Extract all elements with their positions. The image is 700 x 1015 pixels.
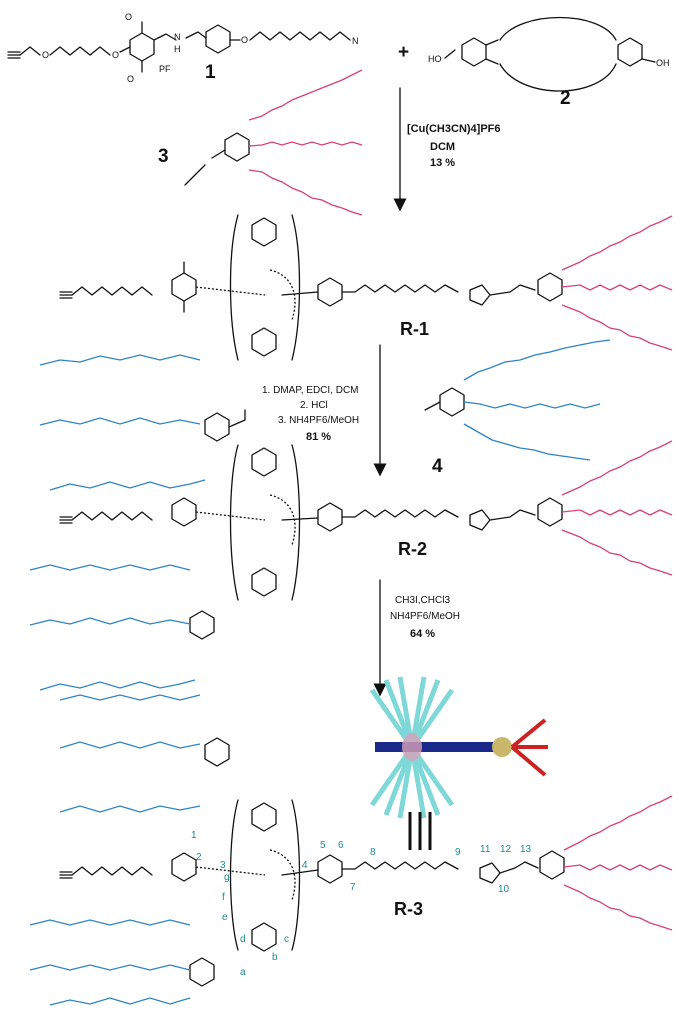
azide-label: N [352,36,359,46]
position-label: 7 [350,882,356,893]
position-label: g [224,872,230,883]
rotaxane-r3-structure: R-3 [59,795,673,952]
rotaxane-r2-structure: R-2 [59,440,673,601]
position-label: 11 [480,844,491,855]
compound-1-structure: O O O O N H O N PF 1 [7,12,359,84]
ho-label: HO [428,54,442,64]
compound-4-structure: 4 [424,339,611,477]
step1-solvent: DCM [430,141,455,153]
position-label: f [222,892,225,903]
rotaxane-r1-structure: R-1 [59,214,673,361]
step2-line3: 3. NH4PF6/MeOH [278,415,359,426]
rotaxane-cartoon [369,676,548,850]
position-label: b [272,952,278,963]
r1-label: R-1 [400,319,429,339]
step1-yield: 13 % [430,157,455,169]
position-label: 13 [520,844,532,855]
position-label: 5 [320,840,326,851]
compound-3-label: 3 [158,146,169,167]
oxygen-label: O [112,50,119,60]
position-label: 8 [370,847,376,858]
step1-reagent: [Cu(CH3CN)4]PF6 [407,123,501,135]
position-label: c [284,934,289,945]
position-label: d [240,934,246,945]
plus-sign: + [398,42,409,63]
position-label: 2 [196,852,202,863]
compound-4-label: 4 [432,456,443,477]
nitrogen-label: N [174,32,181,42]
step3-line2: NH4PF6/MeOH [390,611,460,622]
position-label: 9 [455,847,461,858]
position-label: 6 [338,840,344,851]
oh-label: OH [656,58,670,68]
compound-1-label: 1 [205,62,216,83]
step2-line2: 2. HCl [300,400,328,411]
position-label: e [222,912,228,923]
oxygen-label: O [241,35,248,45]
position-label: a [240,967,246,978]
r3-position-labels: 1 2 3 4 5 6 7 8 9 10 11 12 13 a b c d e … [191,830,532,978]
position-label: 4 [302,860,308,871]
compound-3-structure: 3 [158,69,363,216]
step3-yield: 64 % [410,628,435,640]
r3-label: R-3 [394,899,423,919]
h2-label: H [174,44,181,54]
oxygen-label: O [127,74,134,84]
position-label: 10 [498,884,510,895]
oxygen-label: O [42,50,49,60]
step2-yield: 81 % [306,431,331,443]
compound-2-label: 2 [560,88,571,109]
step2-line1: 1. DMAP, EDCI, DCM [262,385,359,396]
pf6-label: PF [159,64,171,74]
compound-2-structure: HO OH 2 [428,16,670,109]
position-label: 1 [191,830,197,841]
oxygen-label: O [125,12,132,22]
position-label: 3 [220,860,226,871]
position-label: 12 [500,844,512,855]
r2-label: R-2 [398,539,427,559]
step3-line1: CH3I,CHCl3 [395,595,450,606]
